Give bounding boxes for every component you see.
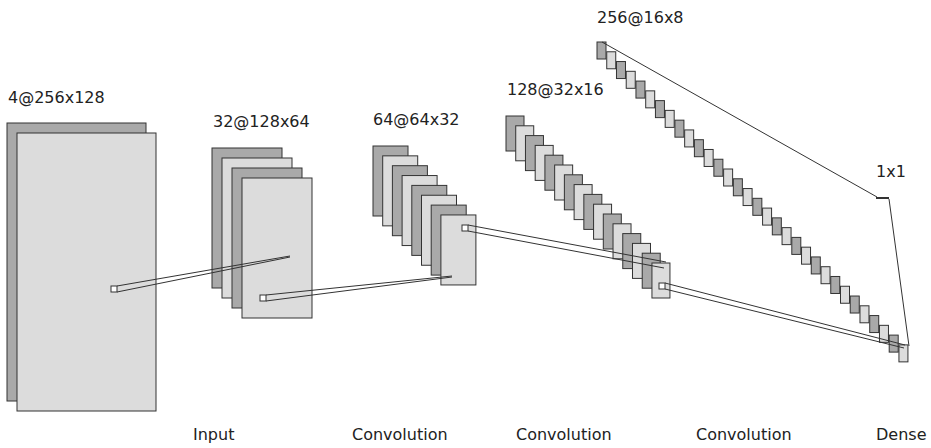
feature-map [616, 62, 625, 79]
feature-map [802, 247, 811, 264]
layer-size: 128@32x16 [507, 80, 604, 99]
feature-map [675, 120, 684, 137]
feature-map [889, 335, 898, 352]
feature-map [694, 140, 703, 157]
feature-map [597, 42, 606, 59]
feature-map [772, 218, 781, 235]
layer-type: Convolution [352, 425, 448, 444]
feature-map [704, 149, 713, 166]
layer-size: 1x1 [876, 162, 906, 181]
feature-map [733, 179, 742, 196]
feature-map [607, 52, 616, 69]
feature-map [792, 237, 801, 254]
feature-map [870, 316, 879, 333]
feature-map [652, 263, 670, 298]
layer-type: Convolution [696, 425, 792, 444]
layer-type: Input [193, 425, 234, 444]
feature-map [724, 169, 733, 186]
layer-size: 32@128x64 [213, 112, 310, 131]
feature-map [782, 228, 791, 245]
feature-map [646, 91, 655, 108]
feature-map [811, 257, 820, 274]
feature-map [665, 110, 674, 127]
feature-map [743, 189, 752, 206]
layer-size: 256@16x8 [597, 8, 684, 27]
receptive-field-lines [117, 42, 909, 348]
dense-unit [876, 197, 889, 199]
feature-maps [7, 42, 908, 411]
feature-map [242, 178, 312, 318]
feature-map [685, 130, 694, 147]
feature-map [860, 306, 869, 323]
feature-map [841, 286, 850, 303]
kernel-squares [111, 225, 665, 301]
layer-type: Dense [876, 425, 926, 444]
feature-map [763, 208, 772, 225]
layer-type: Convolution [516, 425, 612, 444]
feature-map [17, 133, 156, 411]
feature-map [821, 267, 830, 284]
feature-map [626, 71, 635, 88]
feature-map [655, 101, 664, 118]
feature-map [831, 276, 840, 293]
feature-map [636, 81, 645, 98]
feature-map [714, 159, 723, 176]
feature-map [850, 296, 859, 313]
layer-size: 4@256x128 [8, 88, 105, 107]
feature-map [753, 198, 762, 215]
layer-size: 64@64x32 [373, 110, 460, 129]
